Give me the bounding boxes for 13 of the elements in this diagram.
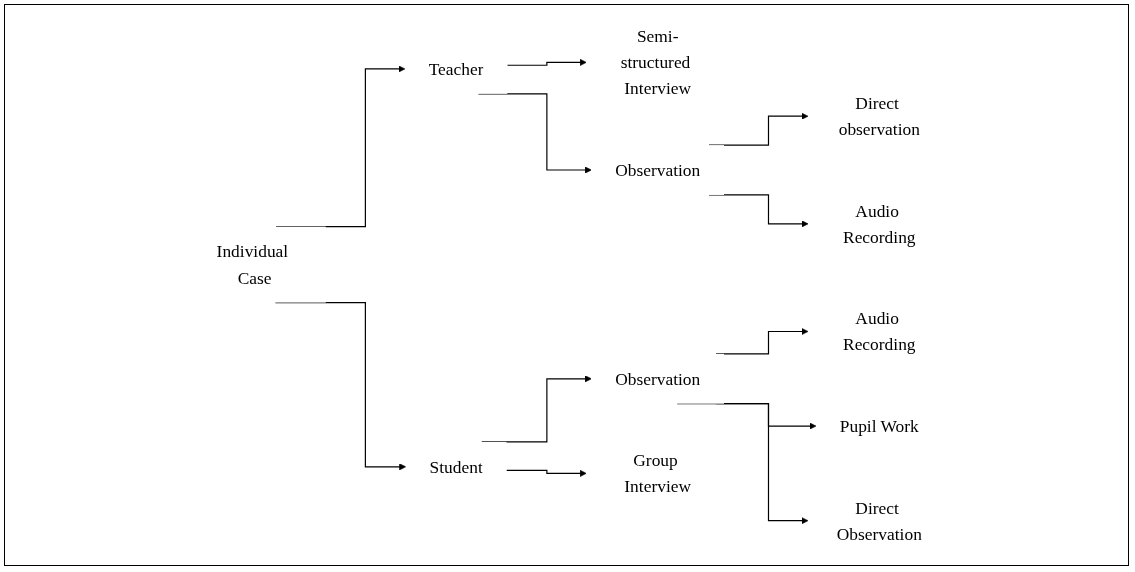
node-text: Semi-structured Interview [620, 26, 691, 99]
diagram-frame: Individual Case Teacher Student Semi-structured Interview Observation Direct observation Audio Recording Observation Group Interview Audio Recording Pupil Work Direct Observation [4, 4, 1129, 566]
arrow [708, 194, 808, 228]
arrow [505, 469, 587, 477]
arrow [506, 58, 587, 66]
node-text: Direct Observation [836, 497, 922, 544]
node-text: Audio Recording [842, 200, 916, 247]
node-text: Pupil Work [839, 416, 919, 436]
node-text: Group Interview [623, 450, 691, 497]
node-text: Teacher [428, 59, 484, 79]
node-text: Direct observation [838, 93, 920, 140]
node-text: Observation [614, 160, 700, 180]
node-text: Audio Recording [842, 308, 916, 355]
